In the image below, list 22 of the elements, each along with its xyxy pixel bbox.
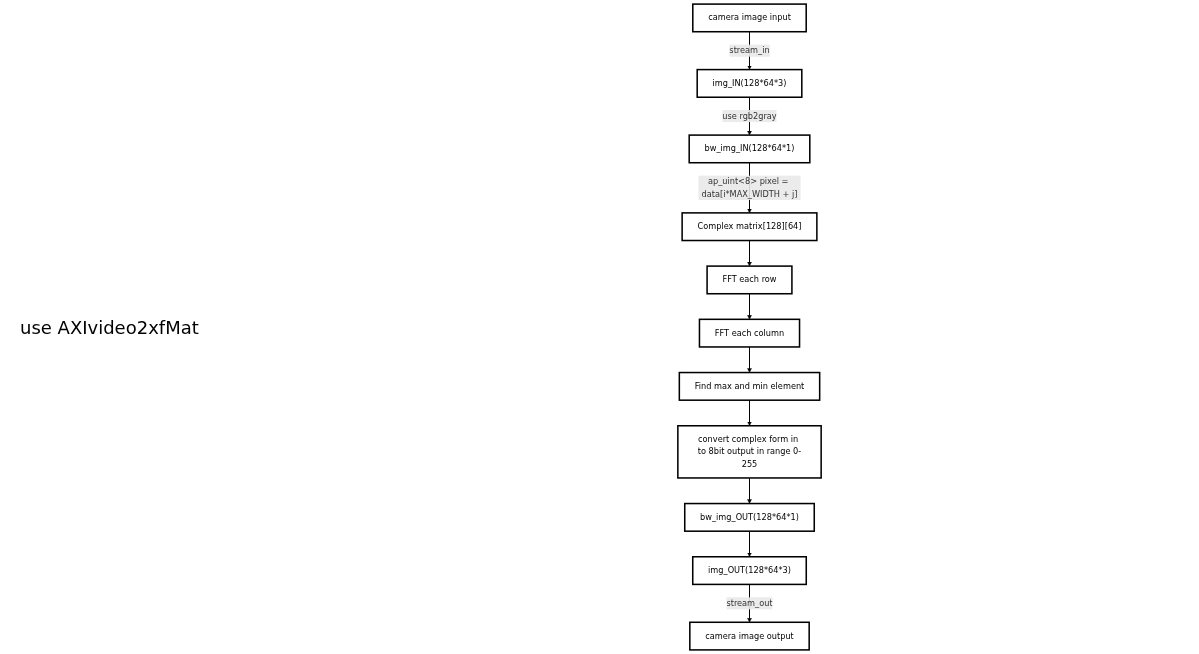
arrow — [747, 530, 752, 557]
edge-label: ap_uint<8> pixel = data[i*MAX_WIDTH + j] — [701, 176, 798, 199]
arrow — [747, 293, 752, 320]
node-box: FFT each row — [706, 265, 793, 295]
edge-label: stream_in — [729, 45, 770, 56]
node-box: camera image output — [689, 621, 810, 651]
arrow — [747, 399, 752, 426]
node-box: camera image input — [692, 3, 807, 33]
node-box: FFT each column — [698, 318, 801, 348]
node-box: img_OUT(128*64*3) — [691, 556, 808, 586]
arrow — [747, 240, 752, 267]
note-text: use AXIvideo2xfMat — [20, 316, 199, 338]
node-box: convert complex form in to 8bit output in range 0-255 — [677, 425, 822, 479]
edge-label: stream_out — [726, 598, 773, 608]
node-box: img_IN(128*64*3) — [696, 68, 803, 98]
node-box: bw_img_OUT(128*64*1) — [684, 502, 815, 532]
node-box: bw_img_IN(128*64*1) — [688, 134, 811, 164]
arrow — [747, 346, 752, 373]
arrow — [747, 477, 752, 504]
edge-label: use rgb2gray — [722, 111, 777, 121]
node-box: Complex matrix[128][64] — [681, 212, 818, 242]
node-box: Find max and min element — [678, 371, 821, 401]
